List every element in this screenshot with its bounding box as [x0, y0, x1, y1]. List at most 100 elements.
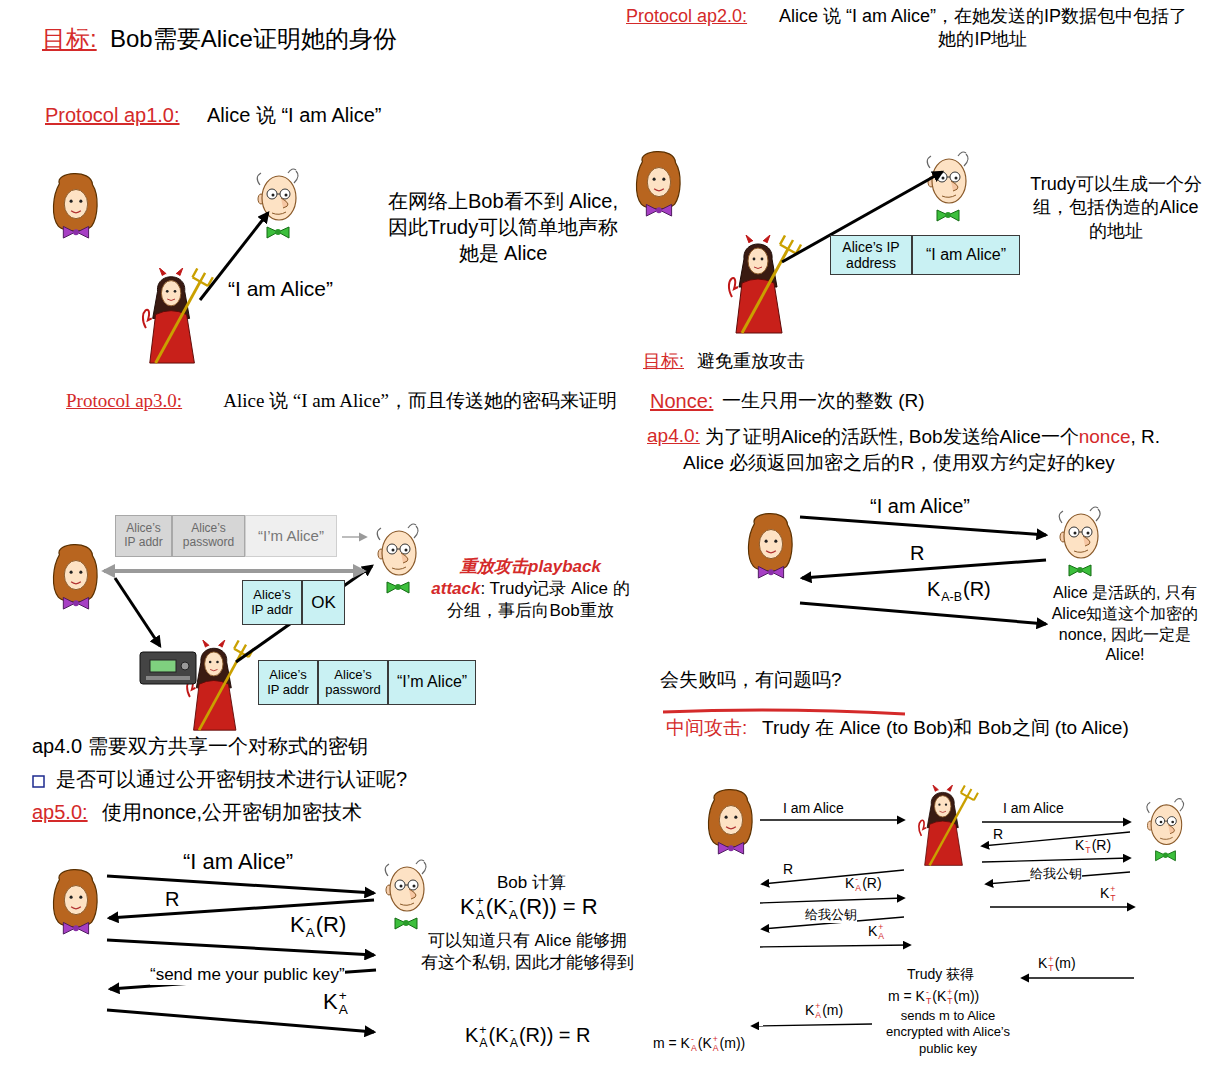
subscript: A: [306, 925, 315, 940]
arrow-label: 给我公钥: [1030, 866, 1082, 882]
superscript-slot: +: [479, 1024, 487, 1037]
superscript: -: [509, 893, 514, 908]
formula-text: (m)): [954, 988, 980, 1004]
tape-recorder: [140, 652, 196, 684]
formula-text: (: [486, 894, 493, 919]
term-text: 一生只用一次的整数 (R): [722, 389, 925, 413]
alice-figure: [708, 790, 752, 855]
arrow-label: “I am Alice”: [183, 848, 293, 876]
attack-name: 中间攻击:: [666, 716, 747, 740]
message-arrow: [752, 1024, 872, 1026]
superscript: -: [926, 987, 929, 997]
formula-text: (R): [316, 912, 347, 937]
script-stack: -A: [855, 875, 861, 893]
recorder-knob: [181, 662, 189, 670]
superscript: +: [815, 1001, 820, 1011]
bob-figure: [257, 169, 298, 238]
formula-text: (R): [1092, 837, 1111, 853]
bob-figure: [385, 860, 426, 929]
formula-text: (m): [1055, 955, 1076, 971]
formula: K+T: [1100, 883, 1117, 904]
script-stack: +A: [339, 989, 348, 1018]
formula-text: 为了证明Alice的活跃性, Bob发送给Alice一个: [705, 426, 1079, 447]
protocol-text: Alice 说 “I am Alice”，在她发送的IP数据包中包括了她的IP地…: [773, 5, 1193, 50]
record-arrow: [115, 578, 160, 646]
subscript-slot: A: [815, 1011, 821, 1020]
formula-text: K: [1100, 885, 1109, 901]
subscript: A: [476, 907, 485, 922]
packet-field: “I’m Alice”: [245, 515, 337, 557]
message-arrows: [107, 172, 1046, 1032]
protocol-text: Alice 说 “I am Alice”: [207, 103, 381, 128]
subscript: T: [1048, 963, 1053, 973]
note: Alice 是活跃的, 只有Alice知道这个加密的 nonce, 因此一定是 …: [1050, 583, 1200, 666]
superscript: -: [306, 911, 311, 926]
subscript: T: [1110, 893, 1115, 903]
note: 在网络上Bob看不到 Alice, 因此Trudy可以简单地声称她是 Alice: [378, 188, 628, 266]
bob-figure: [1059, 507, 1100, 576]
protocol-text: Alice 说 “I am Alice”，而且传送她的密码来证明: [220, 389, 620, 413]
formula-text: K: [868, 923, 877, 939]
message-arrow: [982, 858, 1130, 862]
arrow-label: “send me your public key”: [150, 964, 345, 985]
subscript-slot: A-B: [941, 591, 962, 604]
superscript: -: [1085, 836, 1088, 846]
arrow-label: I am Alice: [1003, 800, 1064, 818]
superscript-slot: +: [815, 1002, 821, 1011]
message-arrow: [1022, 977, 1134, 978]
arrow-label: “I am Alice”: [228, 276, 333, 302]
subscript: T: [1085, 845, 1090, 855]
field-text: “I am Alice”: [926, 246, 1006, 264]
alice-figure: [748, 514, 792, 579]
field-text: Alice’s password: [176, 522, 241, 550]
packet-field: “I am Alice”: [912, 235, 1020, 275]
formula-text: K: [927, 578, 940, 600]
packet-direction-arrow: [342, 536, 366, 537]
superscript: +: [878, 922, 883, 932]
note: 可以知道只有 Alice 能够拥有这个私钥, 因此才能够得到: [420, 930, 635, 974]
script-stack: -A: [306, 912, 315, 941]
protocol-text: 使用nonce,公开密钥加密技术: [102, 800, 362, 825]
subscript-slot: T: [926, 997, 931, 1006]
message-arrow: [800, 603, 1046, 624]
subscript: A: [855, 883, 861, 893]
alice-figure: [53, 870, 97, 935]
subscript-slot: A: [479, 1037, 487, 1050]
formula: K-A(R): [290, 908, 346, 941]
superscript-slot: +: [1048, 955, 1053, 964]
subscript: A: [509, 907, 518, 922]
protocol-text: 为了证明Alice的活跃性, Bob发送给Alice一个nonce, R. Al…: [683, 424, 1193, 475]
formula: m = K-A(K+A(m)): [653, 1033, 745, 1054]
bob-figure: [1147, 799, 1184, 861]
superscript-slot: -: [1085, 837, 1090, 846]
superscript: -: [510, 1023, 514, 1037]
formula-text: K: [323, 989, 338, 1014]
script-stack: A-B: [941, 578, 962, 604]
trudy-figure: [729, 235, 801, 333]
formula-text: K: [1075, 837, 1084, 853]
script-stack: +A: [815, 1002, 821, 1020]
subscript: A: [815, 1010, 821, 1020]
superscript: +: [947, 987, 952, 997]
subscript: A-B: [941, 590, 962, 604]
formula-text: (K: [932, 988, 946, 1004]
packet-field: Alice’s password: [318, 660, 388, 705]
script-stack: -A: [509, 894, 518, 923]
arrow-label: R: [783, 861, 793, 879]
formula-text: (K: [698, 1035, 712, 1051]
packet-field: Alice’s password: [172, 515, 245, 557]
formula-text: K: [290, 912, 305, 937]
arrow-label: I am Alice: [783, 800, 844, 818]
formula-text: (R): [963, 578, 991, 600]
formula-text: (R)) = R: [519, 894, 598, 919]
formula-text: m = K: [653, 1035, 690, 1051]
superscript-slot: +: [476, 894, 485, 908]
term-key: Nonce:: [650, 389, 713, 414]
message-arrow: [107, 940, 374, 955]
superscript-slot: +: [947, 988, 952, 997]
packet-field: Alice’s IP address: [830, 235, 912, 275]
formula: K+A(K-A(R)) = R: [460, 890, 598, 923]
superscript: +: [479, 1023, 486, 1037]
superscript-slot: -: [306, 912, 315, 926]
protocol-name: Protocol ap1.0:: [45, 103, 180, 128]
